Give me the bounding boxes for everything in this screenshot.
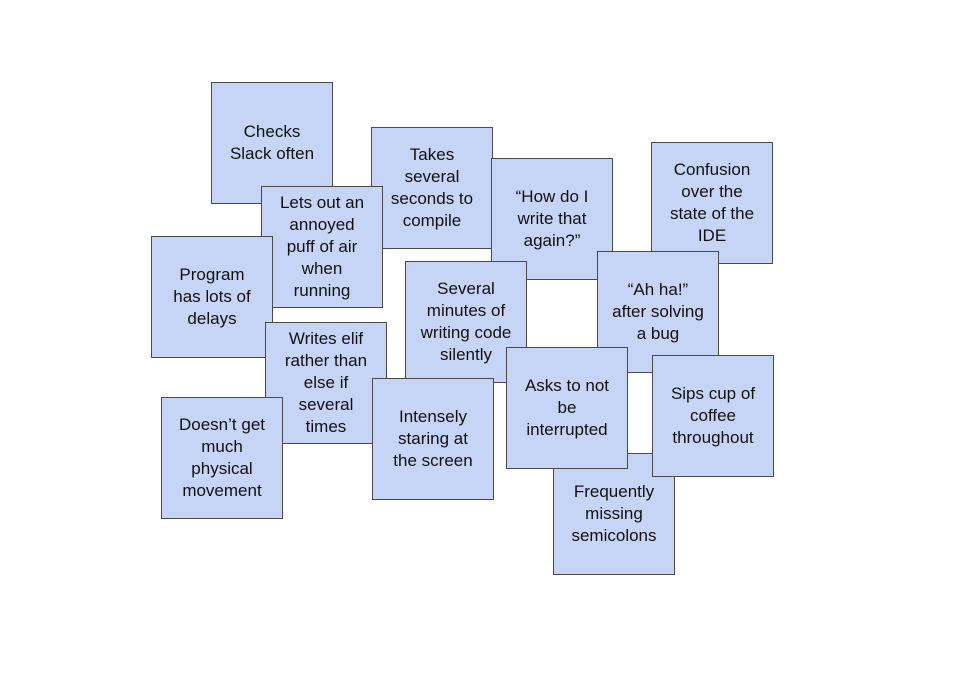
sticky-note-text: Writes elif rather than else if several … xyxy=(284,329,368,436)
sticky-note-text: Intensely staring at the screen xyxy=(393,407,473,470)
sticky-note-text: Doesn’t get much physical movement xyxy=(179,415,265,500)
sticky-note-writes-elif[interactable]: Writes elif rather than else if several … xyxy=(265,322,387,444)
sticky-note-text: Takes several seconds to compile xyxy=(390,145,474,230)
sticky-note-not-interrupted[interactable]: Asks to not be interrupted xyxy=(506,347,628,469)
sticky-note-staring-screen[interactable]: Intensely staring at the screen xyxy=(372,378,494,500)
sticky-note-text: Frequently missing semicolons xyxy=(571,482,657,545)
sticky-note-physical-movement[interactable]: Doesn’t get much physical movement xyxy=(161,397,283,519)
sticky-note-text: Asks to not be interrupted xyxy=(524,376,610,439)
sticky-note-program-delays[interactable]: Program has lots of delays xyxy=(151,236,273,358)
sticky-note-takes-compile[interactable]: Takes several seconds to compile xyxy=(371,127,493,249)
sticky-note-text: Sips cup of coffee throughout xyxy=(670,384,756,447)
sticky-note-text: Confusion over the state of the IDE xyxy=(669,160,755,245)
sticky-note-sips-coffee[interactable]: Sips cup of coffee throughout xyxy=(652,355,774,477)
sticky-note-text: Program has lots of delays xyxy=(173,265,251,328)
sticky-note-text: Checks Slack often xyxy=(229,122,315,163)
sticky-note-annoyed-puff[interactable]: Lets out an annoyed puff of air when run… xyxy=(261,186,383,308)
sticky-note-text: “Ah ha!” after solving a bug xyxy=(612,280,704,343)
sticky-note-checks-slack[interactable]: Checks Slack often xyxy=(211,82,333,204)
sticky-note-text: Lets out an annoyed puff of air when run… xyxy=(279,193,365,300)
sticky-note-text: “How do I write that again?” xyxy=(515,187,589,250)
sticky-note-text: Several minutes of writing code silently xyxy=(420,279,512,364)
sticky-note-how-do-i[interactable]: “How do I write that again?” xyxy=(491,158,613,280)
sticky-note-confusion-ide[interactable]: Confusion over the state of the IDE xyxy=(651,142,773,264)
